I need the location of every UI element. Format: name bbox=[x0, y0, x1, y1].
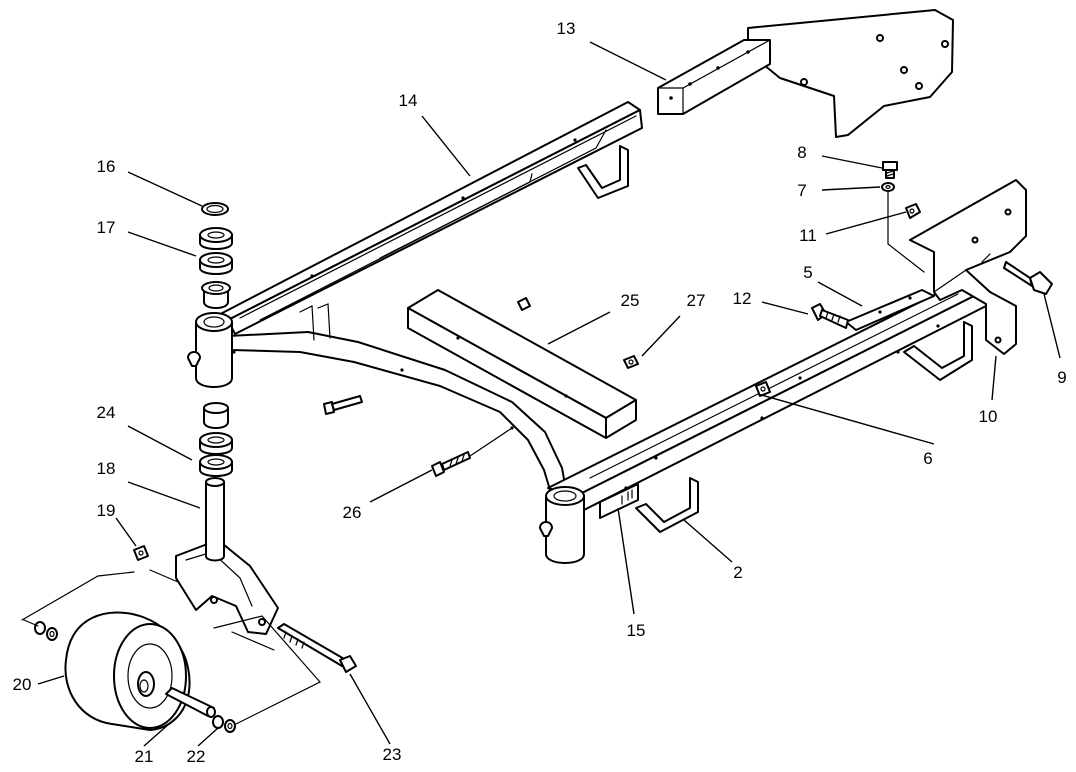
front-pivot-housing bbox=[539, 486, 585, 564]
part-21-wheel-shaft bbox=[165, 687, 216, 718]
callout-20: 20 bbox=[13, 675, 32, 694]
part-18-caster-fork bbox=[175, 477, 279, 635]
callout-27: 27 bbox=[687, 291, 706, 310]
callout-15: 15 bbox=[627, 621, 646, 640]
part-20-caster-wheel bbox=[64, 611, 191, 731]
part-27-nut bbox=[623, 355, 639, 369]
part-7-washer bbox=[881, 182, 895, 192]
left-spacer-washers bbox=[34, 621, 58, 641]
part-12-bolt bbox=[811, 303, 849, 329]
callout-12: 12 bbox=[733, 289, 752, 308]
callout-5: 5 bbox=[803, 263, 812, 282]
leader-lines bbox=[37, 41, 1061, 747]
callout-22: 22 bbox=[187, 747, 206, 766]
callout-24: 24 bbox=[97, 403, 116, 422]
carriage-bolt bbox=[323, 395, 363, 415]
callout-7: 7 bbox=[797, 181, 806, 200]
part-10-side-plate bbox=[909, 179, 1027, 355]
part-17-bushings bbox=[199, 227, 233, 309]
part-15-decal-plate bbox=[599, 483, 639, 519]
part-11-flange-nut bbox=[905, 203, 921, 219]
callout-26: 26 bbox=[343, 503, 362, 522]
callout-18: 18 bbox=[97, 459, 116, 478]
right-rail-bracket bbox=[903, 321, 973, 381]
part-19-nut bbox=[133, 545, 149, 561]
callout-9: 9 bbox=[1057, 368, 1066, 387]
part-13-hitch-bracket bbox=[657, 9, 954, 138]
callout-13: 13 bbox=[557, 19, 576, 38]
callout-16: 16 bbox=[97, 157, 116, 176]
part-5-clamp-bar bbox=[845, 289, 935, 331]
callout-19: 19 bbox=[97, 501, 116, 520]
callout-8: 8 bbox=[797, 143, 806, 162]
part-23-axle-bolt bbox=[277, 623, 357, 673]
part-6-nut bbox=[755, 381, 771, 397]
left-pivot-housing bbox=[187, 312, 233, 388]
part-26-bolt bbox=[431, 451, 471, 477]
part-2-front-bracket bbox=[635, 477, 699, 533]
part-24-bushings bbox=[199, 402, 233, 477]
part-16-retaining-ring bbox=[201, 202, 229, 216]
callout-14: 14 bbox=[399, 91, 418, 110]
callout-17: 17 bbox=[97, 218, 116, 237]
part-22-washers bbox=[212, 715, 236, 733]
part-2-rear-bracket bbox=[577, 145, 629, 199]
callout-2: 2 bbox=[733, 563, 742, 582]
part-8-bolt bbox=[882, 161, 898, 179]
callout-25: 25 bbox=[621, 291, 640, 310]
assembly-guide-lines bbox=[21, 569, 321, 725]
callout-6: 6 bbox=[923, 449, 932, 468]
callout-21: 21 bbox=[135, 747, 154, 766]
callout-10: 10 bbox=[979, 407, 998, 426]
callout-labels: 2 5 6 7 8 9 10 11 12 13 14 15 16 17 18 1… bbox=[13, 19, 1067, 766]
part-14-left-rail bbox=[204, 101, 643, 335]
callout-23: 23 bbox=[383, 745, 402, 764]
callout-11: 11 bbox=[799, 226, 817, 245]
part-25-cross-tube bbox=[407, 289, 637, 439]
part-9-bolt bbox=[1003, 261, 1053, 295]
loose-nut bbox=[517, 297, 531, 311]
